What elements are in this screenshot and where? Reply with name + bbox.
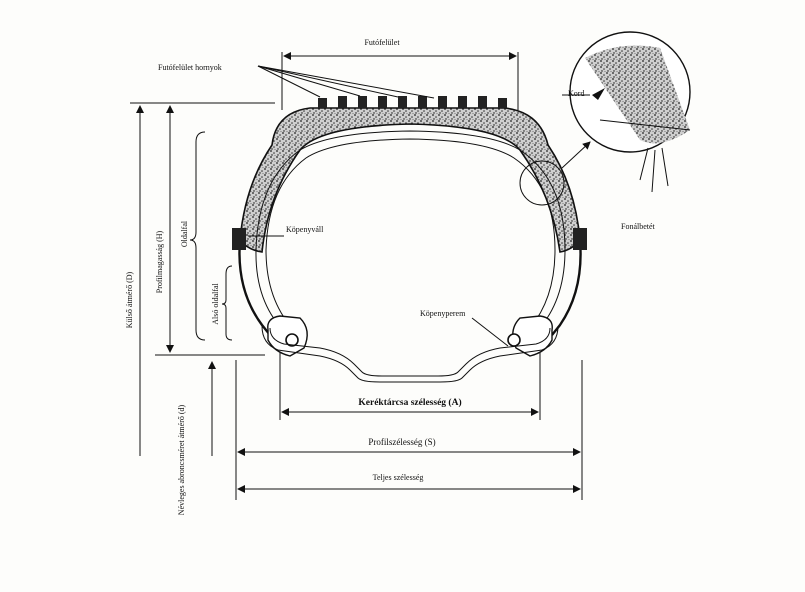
- tire-tread-band: [239, 107, 581, 253]
- tire-inner-liner: [255, 130, 566, 331]
- tread-blocks: [318, 96, 507, 108]
- tread-grooves-label: Futófelület hornyok: [158, 63, 222, 72]
- grooves-leaders: [257, 65, 435, 99]
- sidewall-bracket: [189, 131, 206, 341]
- bead-label: Köpenyperem: [420, 309, 466, 318]
- cord-label: Kord: [568, 89, 584, 98]
- cord-magnifier: [569, 31, 691, 193]
- shoulder-detail-circle: [519, 160, 565, 206]
- section-width-label: Profilszélesség (S): [368, 437, 435, 447]
- section-height-label: Profilmagasság (H): [155, 230, 164, 293]
- outer-diameter-label: Külső átmérő (D): [125, 271, 134, 328]
- casing-ply-label: Köpenyváll: [286, 225, 324, 234]
- overall-width-label: Teljes szélesség: [373, 473, 424, 482]
- lower-sidewall-bracket: [221, 265, 233, 341]
- rim-width-label: Keréktárcsa szélesség (A): [358, 397, 461, 408]
- sidewall-right: [551, 239, 582, 336]
- wheel-rim: [261, 325, 559, 383]
- bead-right: [507, 315, 553, 357]
- tread-label: Futófelület: [364, 38, 400, 47]
- sidewall-left: [238, 239, 271, 336]
- bead-left: [267, 315, 308, 357]
- bead-wire-label: Fonálbetét: [621, 222, 656, 231]
- lower-sidewall-label: Alsó oldalfal: [211, 282, 220, 324]
- nominal-rim-diameter-label: Névleges abroncsméret átmérő (d): [177, 404, 186, 515]
- sidewall-label: Oldalfal: [180, 220, 189, 247]
